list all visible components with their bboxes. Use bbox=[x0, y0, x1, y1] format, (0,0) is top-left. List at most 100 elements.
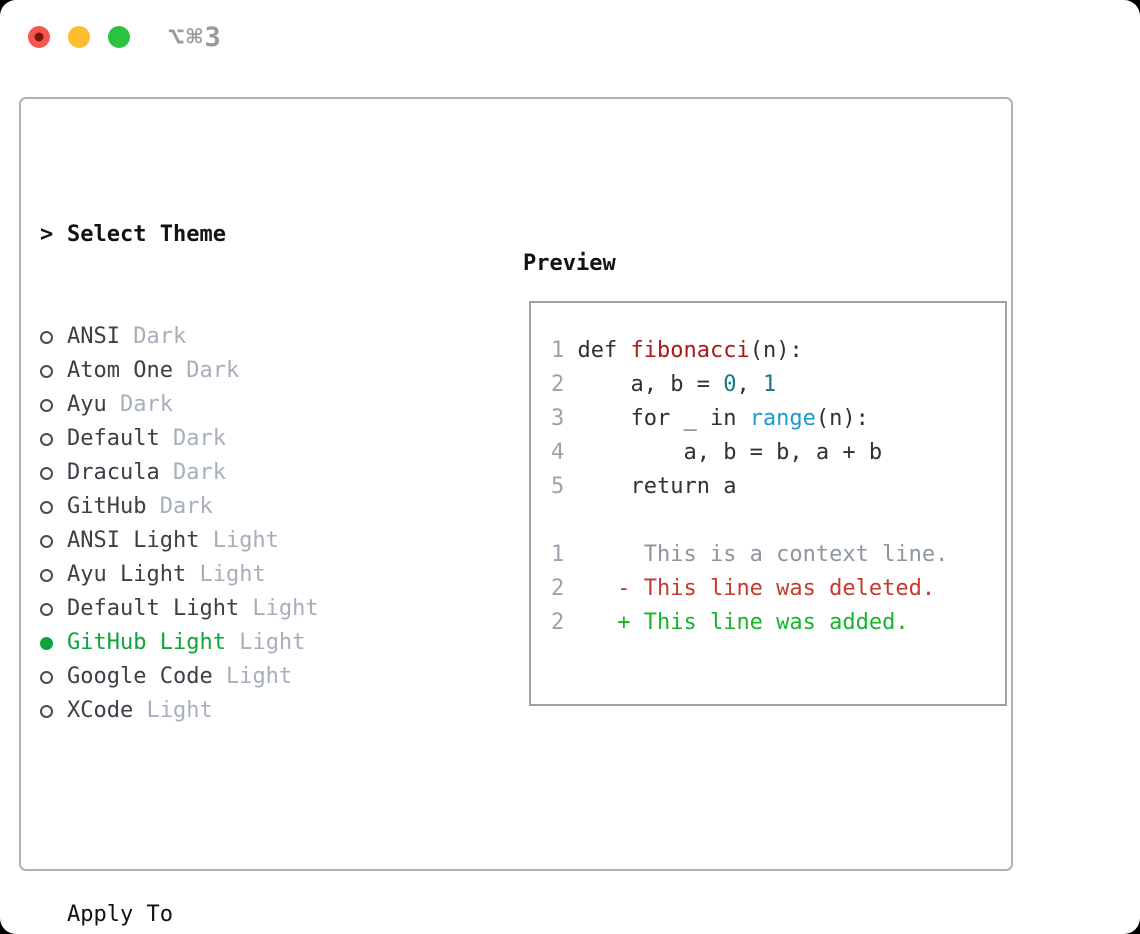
line-number: 4 bbox=[551, 440, 578, 465]
radio-slot bbox=[40, 456, 67, 490]
radio-slot bbox=[40, 490, 67, 524]
theme-option[interactable]: Ayu Dark bbox=[40, 388, 411, 422]
radio-unselected-icon bbox=[40, 534, 53, 548]
apply-to-header: Apply To bbox=[40, 898, 411, 932]
radio-slot bbox=[40, 524, 67, 558]
theme-variant-label: Light bbox=[239, 596, 319, 621]
minimize-button-icon[interactable] bbox=[68, 26, 90, 48]
code-segment: 1 bbox=[762, 372, 777, 397]
apply-to-title: Apply To bbox=[67, 902, 173, 927]
code-segment: This is a context line. bbox=[577, 542, 949, 567]
option-label: GitHub Light bbox=[67, 630, 226, 655]
line-number: 2 bbox=[551, 372, 578, 397]
radio-slot bbox=[40, 694, 67, 728]
close-button-icon[interactable] bbox=[28, 26, 50, 48]
option-label: Default Light bbox=[67, 596, 240, 621]
line-number: 1 bbox=[551, 338, 578, 363]
theme-option[interactable]: Dracula Dark bbox=[40, 456, 411, 490]
radio-unselected-icon bbox=[40, 602, 53, 616]
line-number: 5 bbox=[551, 474, 578, 499]
spacer bbox=[40, 796, 411, 830]
radio-unselected-icon bbox=[40, 398, 53, 412]
radio-slot bbox=[40, 422, 67, 456]
traffic-lights bbox=[28, 26, 130, 48]
radio-slot bbox=[40, 660, 67, 694]
theme-option[interactable]: Default Light Light bbox=[40, 592, 411, 626]
code-segment: a, b = b, a + b bbox=[577, 440, 883, 465]
code-segment: def bbox=[577, 338, 631, 363]
radio-unselected-icon bbox=[40, 330, 53, 344]
radio-slot bbox=[40, 626, 67, 660]
radio-unselected-icon bbox=[40, 568, 53, 582]
preview-box: 1 def fibonacci(n): 2 a, b = 0, 1 3 for … bbox=[529, 301, 1007, 706]
code-segment: a, b = bbox=[577, 372, 724, 397]
option-label: ANSI Light bbox=[67, 528, 200, 553]
option-label: Dracula bbox=[67, 460, 160, 485]
theme-option[interactable]: Atom One Dark bbox=[40, 354, 411, 388]
theme-option[interactable]: GitHub Light Light bbox=[40, 626, 411, 660]
empty-slot bbox=[40, 898, 67, 932]
theme-option[interactable]: ANSI Light Light bbox=[40, 524, 411, 558]
select-theme-header: > Select Theme bbox=[40, 218, 411, 252]
theme-variant-label: Light bbox=[133, 698, 213, 723]
code-segment: for _ in bbox=[577, 406, 750, 431]
code-segment: (n): bbox=[815, 406, 869, 431]
option-label: Google Code bbox=[67, 664, 213, 689]
radio-slot bbox=[40, 320, 67, 354]
theme-variant-label: Light bbox=[225, 630, 306, 655]
select-theme-title: Select Theme bbox=[67, 222, 226, 247]
theme-option[interactable]: ANSI Dark bbox=[40, 320, 411, 354]
option-label: GitHub bbox=[67, 494, 147, 519]
code-segment: fibonacci bbox=[630, 338, 750, 363]
theme-variant-label: Dark bbox=[119, 324, 187, 349]
preview-title: Preview bbox=[523, 251, 616, 276]
theme-option[interactable]: Default Dark bbox=[40, 422, 411, 456]
theme-variant-label: Dark bbox=[172, 358, 240, 383]
code-segment: + This line was added. bbox=[577, 610, 909, 635]
option-label: Default bbox=[67, 426, 160, 451]
line-number: 3 bbox=[551, 406, 578, 431]
code-segment: , bbox=[736, 372, 763, 397]
option-label: Ayu bbox=[67, 392, 107, 417]
theme-variant-label: Dark bbox=[106, 392, 173, 417]
radio-selected-icon bbox=[40, 636, 53, 650]
theme-variant-label: Light bbox=[199, 528, 279, 553]
radio-unselected-icon bbox=[40, 466, 53, 480]
code-segment: 0 bbox=[723, 372, 737, 397]
theme-variant-label: Light bbox=[186, 562, 266, 587]
theme-variant-label: Dark bbox=[146, 494, 213, 519]
code-segment: (n): bbox=[749, 338, 803, 363]
code-preview: 1 def fibonacci(n): 2 a, b = 0, 1 3 for … bbox=[551, 334, 948, 640]
line-number: 1 bbox=[551, 542, 578, 567]
theme-option[interactable]: GitHub Dark bbox=[40, 490, 411, 524]
line-number: 2 bbox=[551, 610, 578, 635]
window-title: ⌥⌘3 bbox=[168, 22, 223, 53]
radio-unselected-icon bbox=[40, 704, 53, 718]
radio-slot bbox=[40, 354, 67, 388]
radio-unselected-icon bbox=[40, 670, 53, 684]
theme-option[interactable]: Google Code Light bbox=[40, 660, 411, 694]
option-label: ANSI bbox=[67, 324, 120, 349]
line-number: 2 bbox=[551, 576, 578, 601]
radio-unselected-icon bbox=[40, 500, 53, 514]
theme-option[interactable]: Ayu Light Light bbox=[40, 558, 411, 592]
theme-variant-label: Dark bbox=[159, 426, 226, 451]
prompt-caret-icon: > bbox=[40, 222, 54, 247]
radio-slot bbox=[40, 592, 67, 626]
code-segment: return a bbox=[577, 474, 737, 499]
title-bar: ⌥⌘3 bbox=[0, 0, 1140, 75]
theme-variant-label: Dark bbox=[159, 460, 226, 485]
radio-slot bbox=[40, 558, 67, 592]
zoom-button-icon[interactable] bbox=[108, 26, 130, 48]
theme-option[interactable]: XCode Light bbox=[40, 694, 411, 728]
theme-variant-label: Light bbox=[212, 664, 293, 689]
radio-unselected-icon bbox=[40, 364, 53, 378]
code-segment: - This line was deleted. bbox=[577, 576, 936, 601]
radio-unselected-icon bbox=[40, 432, 53, 446]
option-label: Ayu Light bbox=[67, 562, 187, 587]
radio-slot bbox=[40, 388, 67, 422]
